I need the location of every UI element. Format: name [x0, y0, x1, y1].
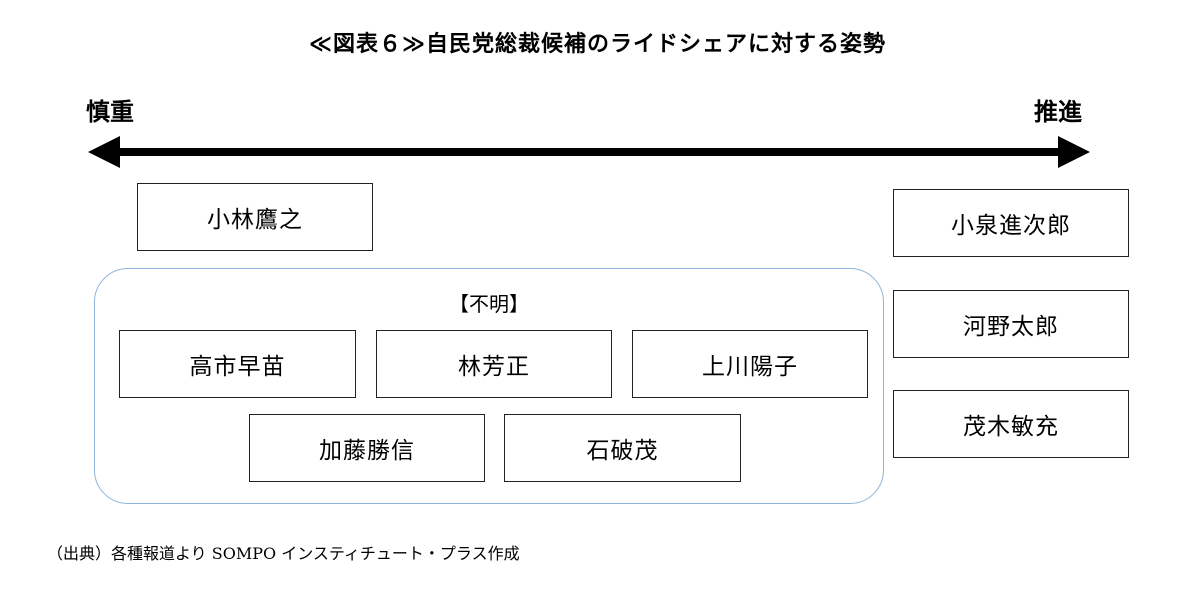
- axis-label-promote: 推進: [1034, 98, 1082, 126]
- axis-label-cautious: 慎重: [86, 98, 134, 126]
- candidate-box-takaichi: 高市早苗: [119, 330, 356, 398]
- candidate-box-koizumi: 小泉進次郎: [893, 189, 1129, 257]
- unclear-group-label: 【不明】: [449, 292, 529, 316]
- candidate-box-kobayashi: 小林鷹之: [137, 183, 373, 251]
- unclear-group-container: [94, 268, 884, 504]
- candidate-box-ishiba: 石破茂: [504, 414, 741, 482]
- figure-title: ≪図表６≫自民党総裁候補のライドシェアに対する姿勢: [308, 32, 887, 57]
- candidate-box-hayashi: 林芳正: [376, 330, 612, 398]
- candidate-box-motegi: 茂木敏充: [893, 390, 1129, 458]
- candidate-box-kamikawa: 上川陽子: [632, 330, 868, 398]
- candidate-box-kono: 河野太郎: [893, 290, 1129, 358]
- candidate-box-kato: 加藤勝信: [249, 414, 485, 482]
- source-note: （出典）各種報道より SOMPO インスティチュート・プラス作成: [47, 544, 520, 563]
